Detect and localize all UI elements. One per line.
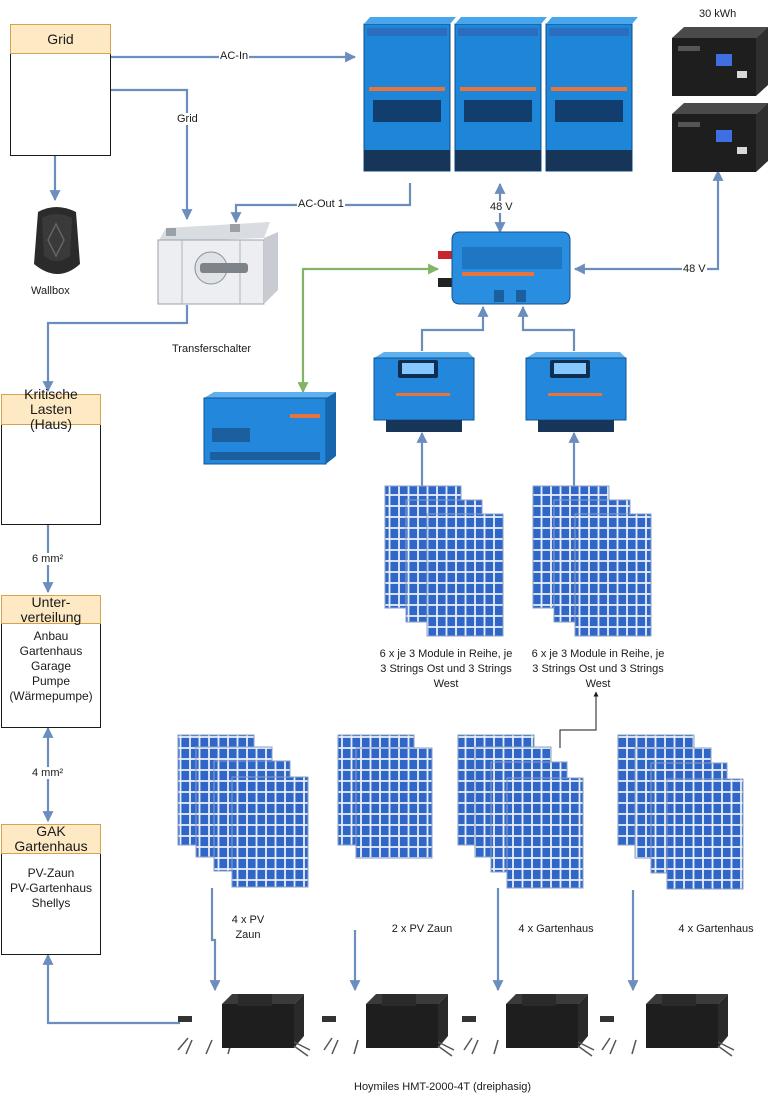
mppt-controller-icon-1 (373, 352, 475, 432)
cable-4mm-label: 4 mm² (31, 767, 65, 779)
pv-garden-a-caption: 4 x Gartenhaus (518, 923, 594, 935)
subdistribution-item: Garage (30, 659, 72, 673)
micro-inverter-icon-3 (462, 994, 595, 1057)
mppt-controller-icon-2 (525, 352, 627, 432)
solar-array-icon-fence-2 (337, 734, 433, 859)
gak-item: PV-Zaun (27, 866, 75, 880)
dc-48v-battery-label: 48 V (682, 263, 707, 275)
subdistribution-title: Unter-verteilung (1, 594, 101, 624)
solar-array-icon-east-west-2 (532, 485, 652, 637)
subdistribution-item: Pumpe (31, 674, 71, 688)
wire-fence4-inv (209, 888, 221, 992)
cerbo-gx-icon (203, 392, 336, 465)
wire-mppt2-lynx (517, 305, 576, 351)
dc-48v-inverter-label: 48 V (489, 201, 514, 213)
solar-array-icon-garden-b (617, 734, 744, 890)
critical-loads-title: Kritische Lasten (Haus) (1, 387, 101, 432)
multiplus-inverter-icon-2 (454, 17, 547, 172)
micro-inverter-icon-1 (177, 994, 311, 1057)
gak-item: Shellys (31, 896, 71, 910)
pv-array-caption-2: 6 x je 3 Module in Reihe, je 3 Strings O… (531, 648, 665, 690)
ac-out-label: AC-Out 1 (297, 198, 345, 210)
battery-icon-2 (672, 103, 768, 172)
wire-transfer-critical (42, 305, 189, 393)
solar-array-icon-east-west-1 (384, 485, 504, 637)
micro-inverter-icon-4 (600, 994, 735, 1057)
battery-icon-1 (672, 27, 768, 96)
wire-mppt1-lynx (420, 305, 489, 351)
wire-48v-battery (573, 169, 724, 275)
wallbox-icon (34, 207, 80, 274)
pv-fence-2-caption: 2 x PV Zaun (391, 923, 453, 935)
battery-capacity-label: 30 kWh (699, 8, 737, 20)
multiplus-inverter-icon-1 (363, 17, 456, 172)
gak-title: GAK Gartenhaus (1, 824, 101, 854)
subdistribution-list: Anbau Gartenhaus Garage Pumpe (Wärmepump… (1, 629, 101, 704)
transfer-switch-icon (157, 222, 278, 305)
multiplus-inverter-icon-3 (545, 17, 638, 172)
wallbox-label: Wallbox (31, 285, 70, 297)
pv-fence-4-caption: 4 x PV Zaun (231, 914, 265, 941)
solar-array-icon-garden-a (457, 734, 584, 889)
wire-cerbo-lynx (297, 263, 440, 394)
grid-wire-label: Grid (176, 113, 199, 125)
micro-inverter-icon-2 (322, 994, 455, 1057)
subdistribution-item: Gartenhaus (19, 644, 83, 658)
pv-garden-b-caption: 4 x Gartenhaus (678, 923, 754, 935)
inverter-caption: Hoymiles HMT-2000-4T (dreiphasig) (354, 1081, 532, 1093)
gak-item: PV-Gartenhaus (9, 881, 93, 895)
solar-array-icon-fence-4 (177, 734, 309, 888)
wire-inv-gak (42, 953, 180, 1025)
gak-list: PV-Zaun PV-Gartenhaus Shellys (1, 866, 101, 911)
cable-6mm-label: 6 mm² (31, 553, 65, 565)
pv-array-caption-1: 6 x je 3 Module in Reihe, je 3 Strings O… (379, 648, 513, 690)
wire-grid-transfer (111, 88, 193, 221)
ac-in-label: AC-In (219, 50, 250, 62)
lynx-bms-icon (438, 231, 571, 305)
grid-box-title: Grid (10, 24, 111, 54)
wire-garden-extra (559, 691, 599, 748)
subdistribution-item: Anbau (33, 629, 69, 643)
transfer-switch-label: Transferschalter (172, 343, 252, 355)
subdistribution-item: (Wärmepumpe) (9, 689, 93, 703)
